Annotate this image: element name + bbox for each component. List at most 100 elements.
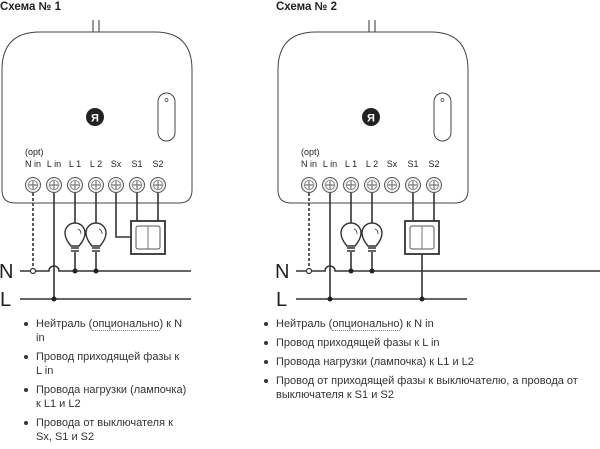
neutral-line-label: N <box>0 261 13 283</box>
light-bulb-icon <box>85 222 107 252</box>
yandex-logo-icon <box>86 108 104 126</box>
terminal-screw-icon <box>25 177 41 193</box>
bulb-highlight <box>77 228 82 235</box>
load-junction <box>369 268 375 274</box>
terminal-screw-icon <box>343 177 359 193</box>
neutral-line <box>296 265 600 272</box>
instruction-item: Провода нагрузки (лампочка) к L1 и L2 <box>262 355 600 369</box>
terminal-cross <box>154 181 162 189</box>
terminal-screw-icon <box>108 177 124 193</box>
terminal-label: N in <box>25 159 41 169</box>
terminal-cross <box>326 181 334 189</box>
terminal-label: L in <box>323 159 337 169</box>
terminal-cross <box>133 181 141 189</box>
instruction-item: Провод от приходящей фазы к выключателю,… <box>262 374 600 402</box>
bulb-base <box>92 247 100 252</box>
terminal-screw-icon <box>150 177 166 193</box>
terminal-screw-icon <box>301 177 317 193</box>
light-bulb-icon <box>361 222 383 252</box>
text: ) к N in <box>399 318 434 330</box>
terminal-cross <box>112 181 120 189</box>
optional-label: (opt) <box>301 147 320 157</box>
terminal-cross <box>92 181 100 189</box>
optional-term-link[interactable]: опционально <box>92 318 160 331</box>
bulb-base <box>71 247 79 252</box>
relay-button <box>433 92 452 142</box>
terminal-cross <box>347 181 355 189</box>
terminal-label: Sx <box>111 159 122 169</box>
terminal-label: S2 <box>428 159 439 169</box>
text: Нейтраль ( <box>276 318 333 330</box>
terminal-cross <box>430 181 438 189</box>
terminal-cross <box>50 181 58 189</box>
instruction-item: Нейтраль (опционально) к N in <box>262 317 600 331</box>
text: ) к N in <box>36 318 183 344</box>
terminal-screw-icon <box>384 177 400 193</box>
scheme-1-title: Схема № 1 <box>0 1 62 13</box>
yandex-logo-letter: Я <box>367 113 375 125</box>
scheme-2-instructions: Нейтраль (опционально) к N in Провод при… <box>262 317 600 407</box>
neutral-junction <box>29 267 37 275</box>
bulb-base <box>368 247 376 252</box>
terminal-screw-icon <box>426 177 442 193</box>
terminal-label: L 1 <box>345 159 357 169</box>
load-junction <box>348 268 354 274</box>
switch-phase-junction <box>419 296 425 302</box>
bulb-highlight <box>374 228 379 235</box>
terminal-label: N in <box>301 159 317 169</box>
terminal-cross <box>29 181 37 189</box>
terminal-screw-icon <box>405 177 421 193</box>
terminal-label: L 2 <box>90 159 102 169</box>
instruction-item: Провода от выключателя к Sx, S1 и S2 <box>22 416 187 444</box>
bulb-glass <box>340 222 362 247</box>
optional-label: (opt) <box>25 147 44 157</box>
bulb-glass <box>361 222 383 247</box>
terminal-screw-icon <box>67 177 83 193</box>
terminal-label: L 1 <box>69 159 81 169</box>
text: Нейтраль ( <box>36 318 93 330</box>
terminal-screw-icon <box>129 177 145 193</box>
terminal-label: L 2 <box>366 159 378 169</box>
terminal-label: L in <box>47 159 61 169</box>
bulb-highlight <box>98 228 103 235</box>
neutral-line <box>20 265 191 272</box>
terminal-label: Sx <box>387 159 398 169</box>
led-indicator-icon <box>440 98 445 102</box>
terminal-cross <box>409 181 417 189</box>
instruction-item: Нейтраль (опционально) к N in <box>22 317 187 345</box>
bulb-highlight <box>353 228 358 235</box>
terminal-cross <box>368 181 376 189</box>
neutral-line-label: N <box>275 261 289 283</box>
relay-button <box>157 92 176 142</box>
phase-line-label: L <box>276 289 287 311</box>
terminal-cross <box>71 181 79 189</box>
bulb-base <box>347 247 355 252</box>
neutral-junction <box>305 267 313 275</box>
terminal-label: S1 <box>407 159 418 169</box>
light-bulb-icon <box>340 222 362 252</box>
phase-junction <box>327 296 333 302</box>
optional-term-link[interactable]: опционально <box>332 318 400 331</box>
bulb-glass <box>64 222 86 247</box>
led-indicator-icon <box>164 98 169 102</box>
instruction-item: Провод приходящей фазы к L in <box>262 336 600 350</box>
terminal-label: S2 <box>152 159 163 169</box>
instruction-item: Провод приходящей фазы к L in <box>22 350 187 378</box>
terminal-screw-icon <box>364 177 380 193</box>
load-junction <box>72 268 78 274</box>
load-junction <box>93 268 99 274</box>
terminal-cross <box>305 181 313 189</box>
terminal-screw-icon <box>88 177 104 193</box>
scheme-2-title: Схема № 2 <box>276 1 338 13</box>
terminal-label: S1 <box>131 159 142 169</box>
light-bulb-icon <box>64 222 86 252</box>
phase-junction <box>51 296 57 302</box>
yandex-logo-icon <box>362 108 380 126</box>
terminal-cross <box>388 181 396 189</box>
terminal-screw-icon <box>46 177 62 193</box>
scheme-1-instructions: Нейтраль (опционально) к N in Провод при… <box>22 317 187 449</box>
sx-wire <box>115 193 131 238</box>
